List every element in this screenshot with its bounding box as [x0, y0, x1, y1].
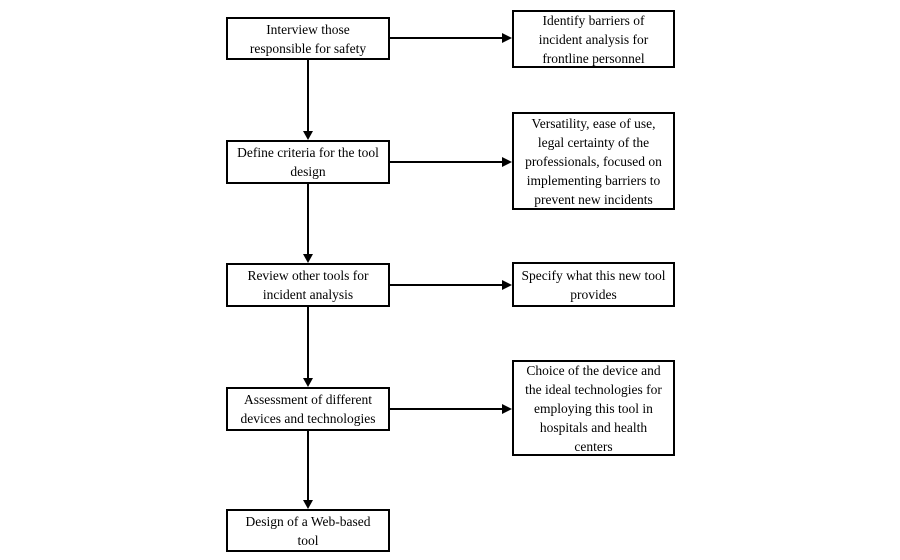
flow-box-device-choice: Choice of the device and the ideal techn…	[512, 360, 675, 456]
flow-box-label: Identify barriers of incident analysis f…	[538, 12, 649, 66]
flow-box-label: Define criteria for the tool design	[237, 145, 379, 179]
flow-box-identify-barriers: Identify barriers of incident analysis f…	[512, 10, 675, 68]
flow-box-label: Design of a Web-based tool	[245, 513, 371, 548]
arrow-down-line-1	[307, 60, 309, 131]
arrow-right-head-icon	[502, 33, 512, 43]
arrow-right-line-1	[390, 37, 502, 39]
flow-box-label: Versatility, ease of use, legal certaint…	[525, 115, 662, 207]
arrow-down-head-icon	[303, 500, 313, 509]
arrow-right-line-2	[390, 161, 502, 163]
flow-box-assess-devices: Assessment of different devices and tech…	[226, 387, 390, 431]
arrow-down-line-4	[307, 431, 309, 500]
flow-box-label: Review other tools for incident analysis	[247, 268, 369, 302]
flow-box-label: Specify what this new tool provides	[521, 267, 666, 302]
flow-box-label: Choice of the device and the ideal techn…	[525, 362, 662, 454]
arrow-down-line-2	[307, 184, 309, 254]
flow-box-interview-safety: Interview those responsible for safety	[226, 17, 390, 60]
arrow-down-line-3	[307, 307, 309, 378]
arrow-down-head-icon	[303, 378, 313, 387]
arrow-right-head-icon	[502, 280, 512, 290]
flow-box-design-web-tool: Design of a Web-based tool	[226, 509, 390, 552]
flow-box-label: Interview those responsible for safety	[249, 21, 367, 56]
flow-box-versatility-criteria: Versatility, ease of use, legal certaint…	[512, 112, 675, 210]
arrow-right-head-icon	[502, 404, 512, 414]
arrow-right-head-icon	[502, 157, 512, 167]
arrow-down-head-icon	[303, 131, 313, 140]
flow-box-label: Assessment of different devices and tech…	[240, 392, 376, 426]
arrow-right-line-3	[390, 284, 502, 286]
flow-box-define-criteria: Define criteria for the tool design	[226, 140, 390, 184]
arrow-down-head-icon	[303, 254, 313, 263]
flow-box-review-tools: Review other tools for incident analysis	[226, 263, 390, 307]
flow-box-specify-provides: Specify what this new tool provides	[512, 262, 675, 307]
arrow-right-line-4	[390, 408, 502, 410]
